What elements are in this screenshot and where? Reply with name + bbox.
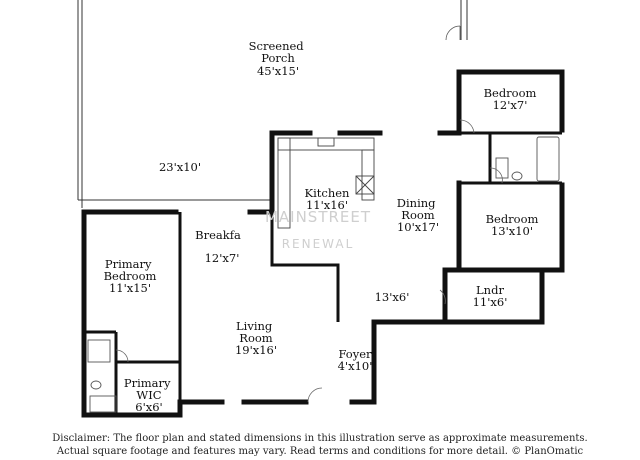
watermark-brand: MAINSTREET [265,208,371,226]
disclaimer-line-2: Actual square footage and features may v… [56,446,584,457]
watermark-sub: RENEWAL [282,237,355,251]
dims-foyer: 4'x10' [338,359,373,373]
dims-dining: 10'x17' [397,220,439,234]
doors [115,119,503,403]
dims-screened-porch: 45'x15' [257,64,299,78]
label-foyer: Foyer [338,347,372,361]
dims-breakfast: 12'x7' [205,251,240,265]
porch-door [445,25,461,41]
dims-laundry: 11'x6' [473,295,508,309]
room-labels: Screened Porch 45'x15' 23'x10' Bedroom 1… [104,39,539,414]
floor-plan: MAINSTREET RENEWAL Screened Porch 45'x15… [77,0,565,418]
dims-primary-bedroom: 11'x15' [109,281,151,295]
label-primary-wic: Primary WIC [124,376,174,402]
exterior-walls [81,69,565,418]
label-bedroom-top: Bedroom [484,86,537,100]
kitchen-counters [277,137,375,229]
label-screened-porch: Screened Porch [249,39,308,65]
label-laundry: Lndr [476,283,504,297]
dims-living: 19'x16' [235,343,277,357]
disclaimer-line-1: Disclaimer: The floor plan and stated di… [52,433,588,444]
dims-kitchen: 11'x16' [306,198,348,212]
watermark: MAINSTREET RENEWAL [265,208,371,251]
porch-outline [77,0,468,208]
bathroom-fixtures [87,136,560,413]
dims-bedroom-mid: 13'x10' [491,224,533,238]
label-bedroom-mid: Bedroom [486,212,539,226]
dims-porch-side: 23'x10' [159,160,201,174]
label-breakfast: Breakfa [195,228,241,242]
dims-primary-wic: 6'x6' [135,400,162,414]
label-living: Living Room [236,319,276,345]
label-primary-bedroom: Primary Bedroom [104,257,157,283]
label-dining: Dining Room [397,196,439,222]
label-kitchen: Kitchen [305,186,351,200]
dims-bedroom-top: 12'x7' [493,98,528,112]
dims-hall: 13'x6' [375,290,410,304]
